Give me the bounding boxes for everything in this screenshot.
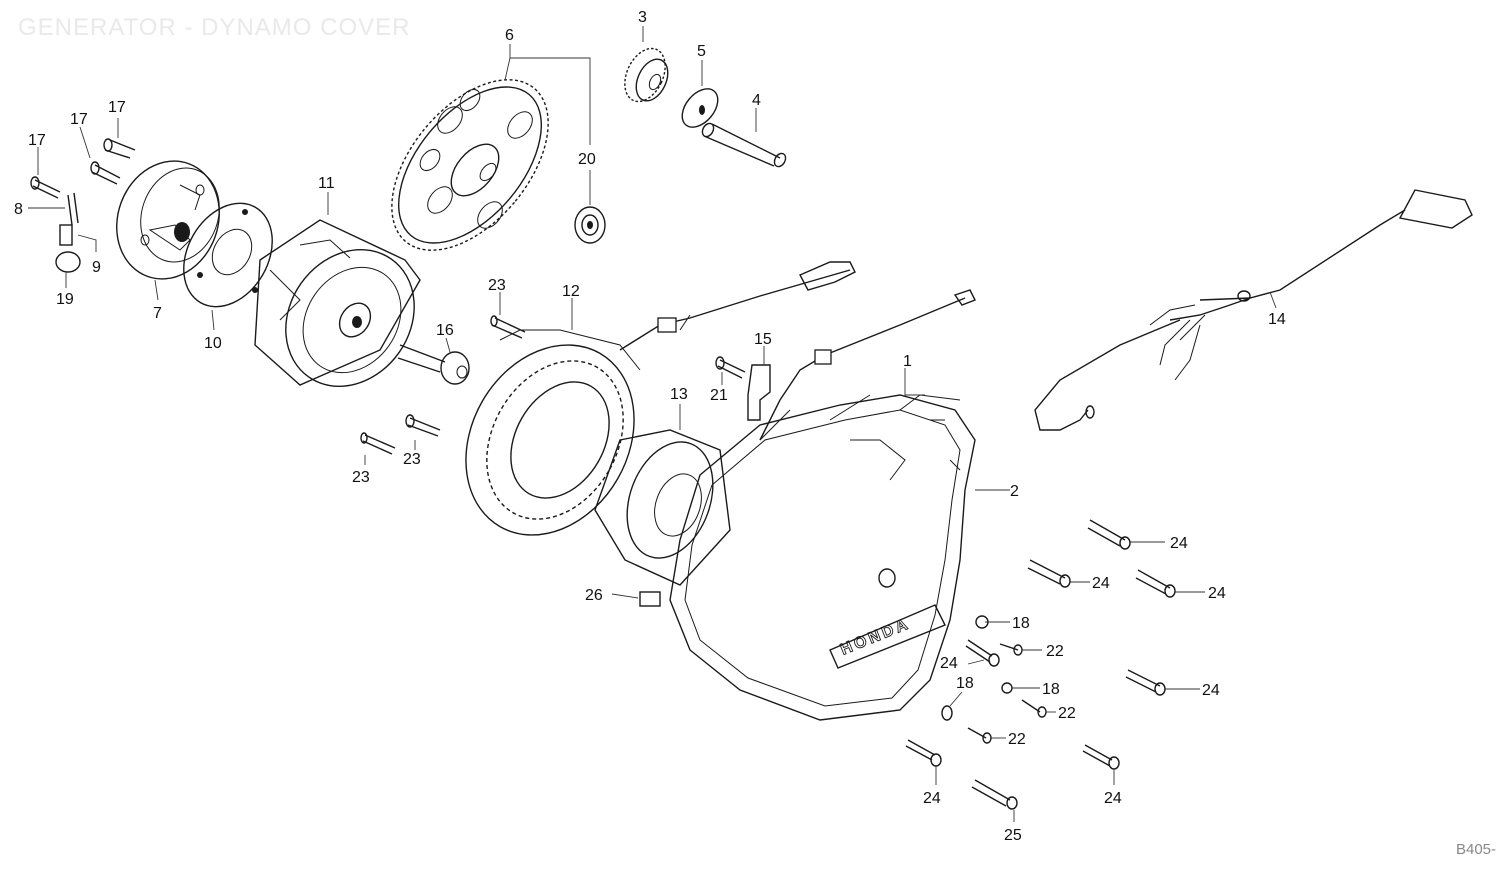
part-bearing	[574, 206, 606, 244]
diagram-title: GENERATOR - DYNAMO COVER	[18, 14, 411, 41]
label-24c: 24	[1208, 585, 1226, 602]
label-10: 10	[204, 335, 222, 352]
part-labels: 1 2 3 4 5 6 7 8 9 10 11 12 13 14 15 16 1…	[14, 9, 1286, 844]
part-washer	[681, 88, 719, 128]
label-7: 7	[153, 305, 162, 322]
label-24f: 24	[923, 790, 941, 807]
part-shaft	[701, 122, 787, 168]
label-22b: 22	[1058, 705, 1076, 722]
label-22a: 22	[1046, 643, 1064, 660]
label-24b: 24	[1092, 575, 1110, 592]
label-23c: 23	[403, 451, 421, 468]
part-clamp	[747, 364, 771, 421]
part-dynamo-cover: HONDA	[669, 394, 976, 721]
label-20: 20	[578, 151, 596, 168]
part-gear-large	[391, 79, 549, 251]
label-17b: 17	[70, 111, 88, 128]
label-19: 19	[56, 291, 74, 308]
part-rotor	[254, 219, 446, 387]
label-18a: 18	[1012, 615, 1030, 632]
label-26: 26	[585, 587, 603, 604]
label-25: 25	[1004, 827, 1022, 844]
label-24g: 24	[1104, 790, 1122, 807]
label-18b: 18	[1042, 681, 1060, 698]
cable-pulser	[759, 289, 976, 441]
label-11: 11	[318, 175, 335, 192]
part-plate	[183, 202, 273, 308]
label-12: 12	[562, 283, 580, 300]
label-15: 15	[754, 331, 772, 348]
diagram-code: B405-	[1455, 841, 1496, 858]
label-23b: 23	[352, 469, 370, 486]
label-14: 14	[1268, 311, 1286, 328]
label-13: 13	[670, 386, 688, 403]
connector-stator	[799, 261, 856, 291]
label-5: 5	[697, 43, 706, 60]
label-18c: 18	[956, 675, 974, 692]
leader-lines	[28, 26, 1277, 822]
part-pulser	[594, 429, 731, 586]
label-8: 8	[14, 201, 23, 218]
label-16: 16	[436, 322, 454, 339]
label-24e: 24	[940, 655, 958, 672]
label-23a: 23	[488, 277, 506, 294]
part-gear-small	[624, 47, 669, 103]
label-6: 6	[505, 27, 514, 44]
label-22c: 22	[1008, 731, 1026, 748]
label-24d: 24	[1202, 682, 1220, 699]
label-21: 21	[710, 387, 728, 404]
part-starter-clutch	[116, 160, 220, 280]
label-2: 2	[1010, 483, 1019, 500]
part-wire-harness	[1034, 189, 1473, 431]
label-9: 9	[92, 259, 101, 276]
part-collar	[440, 351, 470, 385]
label-3: 3	[638, 9, 647, 26]
label-24a: 24	[1170, 535, 1188, 552]
label-1: 1	[903, 353, 912, 370]
label-17c: 17	[28, 132, 46, 149]
label-4: 4	[752, 92, 761, 109]
label-17a: 17	[108, 99, 126, 116]
bolts	[30, 138, 1176, 810]
